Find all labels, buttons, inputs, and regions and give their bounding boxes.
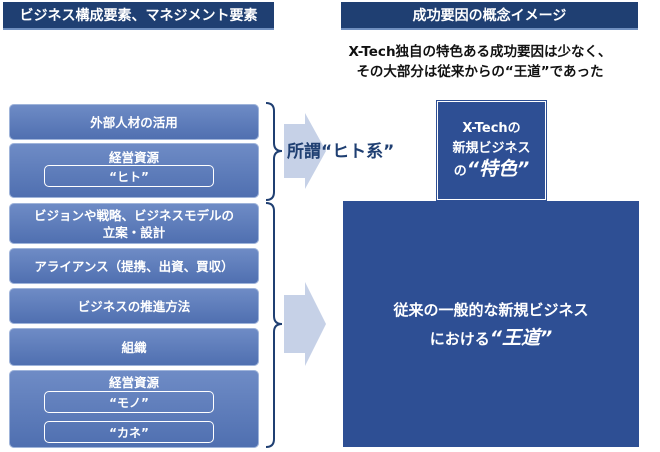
vision-line-2: 立案・設計 xyxy=(102,224,166,240)
right-header-text: 成功要因の概念イメージ xyxy=(412,8,567,24)
xtech-line-1: X-Techの xyxy=(462,121,521,136)
inner-box-hito: “ヒト” xyxy=(44,165,214,187)
box-management-resource-things: 経営資源 xyxy=(8,369,260,449)
traditional-pre: における xyxy=(429,329,490,348)
box-vision-strategy: ビジョンや戦略、ビジネスモデルの 立案・設計 xyxy=(8,202,260,245)
right-section-header: 成功要因の概念イメージ xyxy=(341,2,638,30)
left-header-text: ビジネス構成要素、マネジメント要素 xyxy=(19,8,258,24)
xtech-feature-box: X-Techの 新規ビジネス の“特色” xyxy=(437,101,546,200)
mono-item-label: “モノ” xyxy=(109,395,149,410)
promotion-label: ビジネスの推進方法 xyxy=(77,298,191,314)
vision-line-1: ビジョンや戦略、ビジネスモデルの xyxy=(33,207,234,223)
bracket-hito xyxy=(265,102,283,201)
arrow-to-xtech xyxy=(284,113,326,189)
inner-box-kane: “カネ” xyxy=(44,421,214,443)
traditional-emphasis: “王道” xyxy=(489,326,553,349)
left-section-header: ビジネス構成要素、マネジメント要素 xyxy=(3,2,274,30)
subtitle-line-2: その大部分は従来からの“王道”であった xyxy=(356,64,604,80)
box-management-resource-people: 経営資源 xyxy=(8,142,260,199)
xtech-pre: の xyxy=(453,164,467,179)
subtitle-line-1: X-Tech独自の特色ある成功要因は少なく、 xyxy=(348,44,612,60)
xtech-line-2: 新規ビジネス xyxy=(452,141,531,156)
mgmt-resource-people-title: 経営資源 xyxy=(108,150,159,165)
alliance-label: アライアンス（提携、出資、買収） xyxy=(34,258,234,274)
inner-box-mono: “モノ” xyxy=(44,391,214,413)
traditional-line-1: 従来の一般的な新規ビジネス xyxy=(393,300,589,319)
box-external-talent: 外部人材の活用 xyxy=(8,103,260,141)
box-alliance: アライアンス（提携、出資、買収） xyxy=(8,247,260,285)
external-talent-label: 外部人材の活用 xyxy=(90,114,178,130)
bracket-traditional xyxy=(265,202,283,448)
organization-label: 組織 xyxy=(121,339,147,355)
traditional-line-2: における“王道” xyxy=(343,324,639,353)
traditional-business-box: 従来の一般的な新規ビジネス における“王道” xyxy=(343,201,639,447)
arrow-to-traditional xyxy=(284,282,326,366)
box-organization: 組織 xyxy=(8,327,260,367)
box-promotion-method: ビジネスの推進方法 xyxy=(8,287,260,325)
xtech-line-3: の“特色” xyxy=(438,159,545,182)
hito-category-text: 所謂“ヒト系” xyxy=(287,142,395,162)
xtech-emphasis: “特色” xyxy=(466,158,530,180)
kane-item-label: “カネ” xyxy=(109,425,149,440)
mgmt-resource-things-title: 経営資源 xyxy=(108,375,159,390)
subtitle: X-Tech独自の特色ある成功要因は少なく、 その大部分は従来からの“王道”であ… xyxy=(300,42,660,82)
hito-item-label: “ヒト” xyxy=(109,169,149,184)
hito-category-label: 所謂“ヒト系” xyxy=(287,137,394,162)
